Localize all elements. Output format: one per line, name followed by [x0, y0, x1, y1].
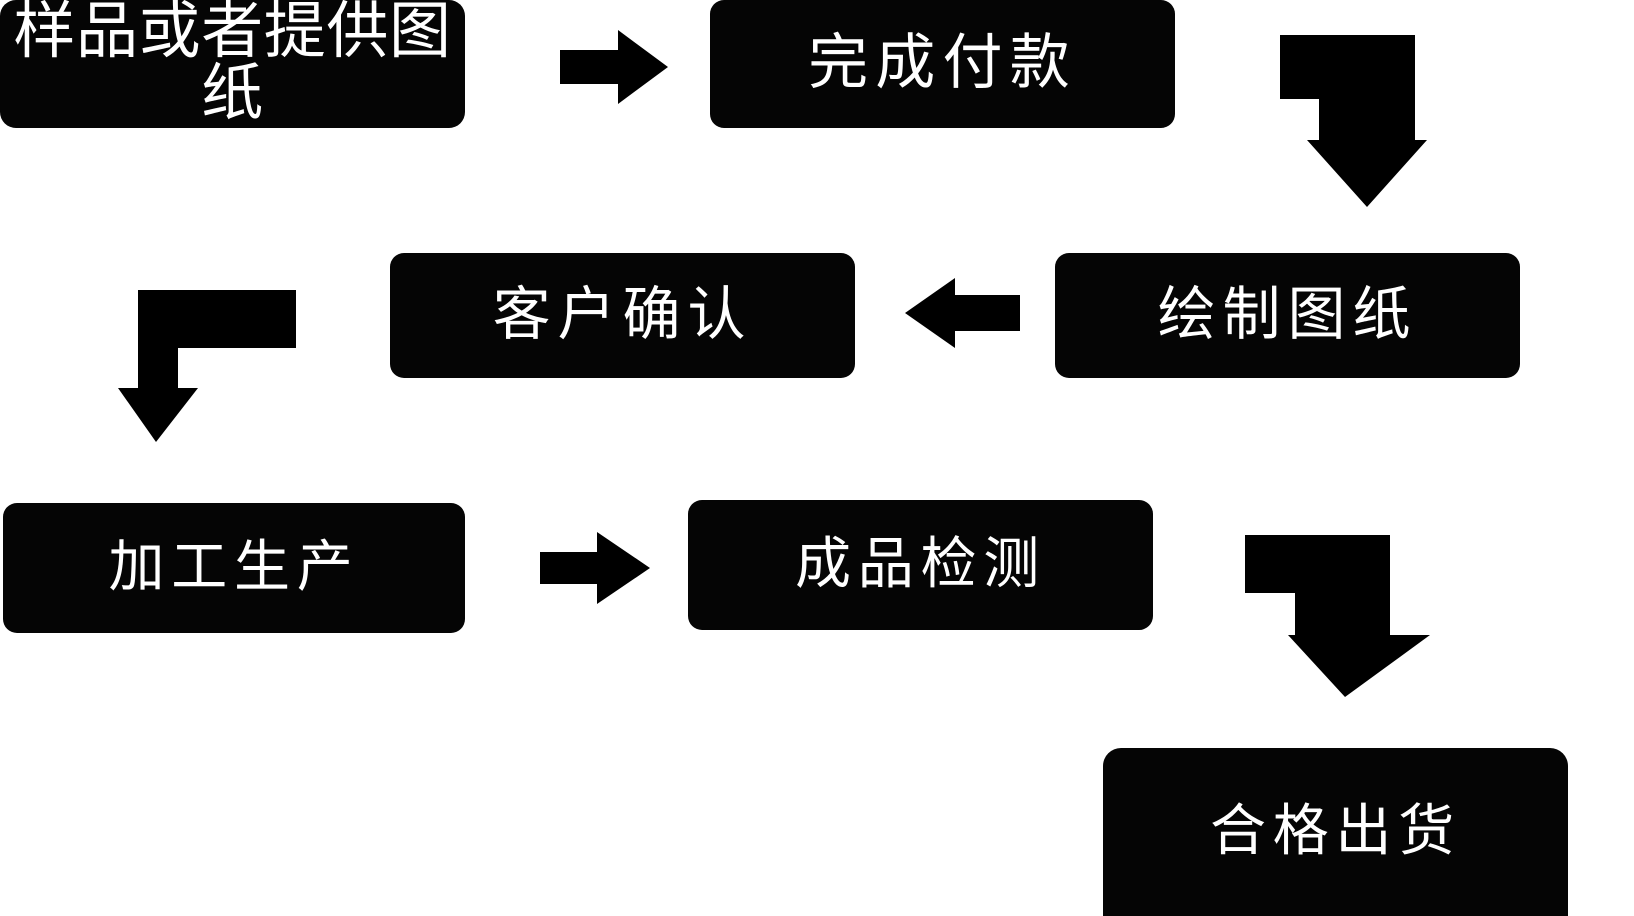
flow-node-confirm-label: 客户确认: [492, 281, 753, 347]
flow-node-confirm[interactable]: 客户确认: [390, 253, 855, 378]
arrow-payment-to-drawing: [1222, 35, 1427, 210]
flow-node-inspect-label: 成品检测: [795, 532, 1046, 595]
flow-node-sample[interactable]: 样品或者提供图纸: [0, 0, 465, 128]
flow-node-produce-label: 加工生产: [108, 535, 360, 598]
arrow-inspect-to-ship: [1240, 535, 1435, 700]
flow-node-inspect[interactable]: 成品检测: [688, 500, 1153, 630]
flow-node-drawing[interactable]: 绘制图纸: [1055, 253, 1520, 378]
flow-node-ship-label: 合格出货: [1210, 799, 1461, 862]
flow-node-drawing-label: 绘制图纸: [1157, 281, 1418, 347]
flow-node-payment[interactable]: 完成付款: [710, 0, 1175, 128]
arrow-sample-to-payment: [540, 28, 670, 106]
arrow-confirm-to-produce: [118, 290, 298, 445]
flow-node-produce[interactable]: 加工生产: [3, 503, 465, 633]
arrow-produce-to-inspect: [535, 528, 655, 608]
arrow-drawing-to-confirm: [900, 278, 1065, 350]
flow-node-payment-label: 完成付款: [808, 29, 1077, 96]
flow-node-sample-label: 样品或者提供图纸: [13, 0, 452, 128]
flow-node-ship[interactable]: 合格出货: [1103, 748, 1568, 916]
